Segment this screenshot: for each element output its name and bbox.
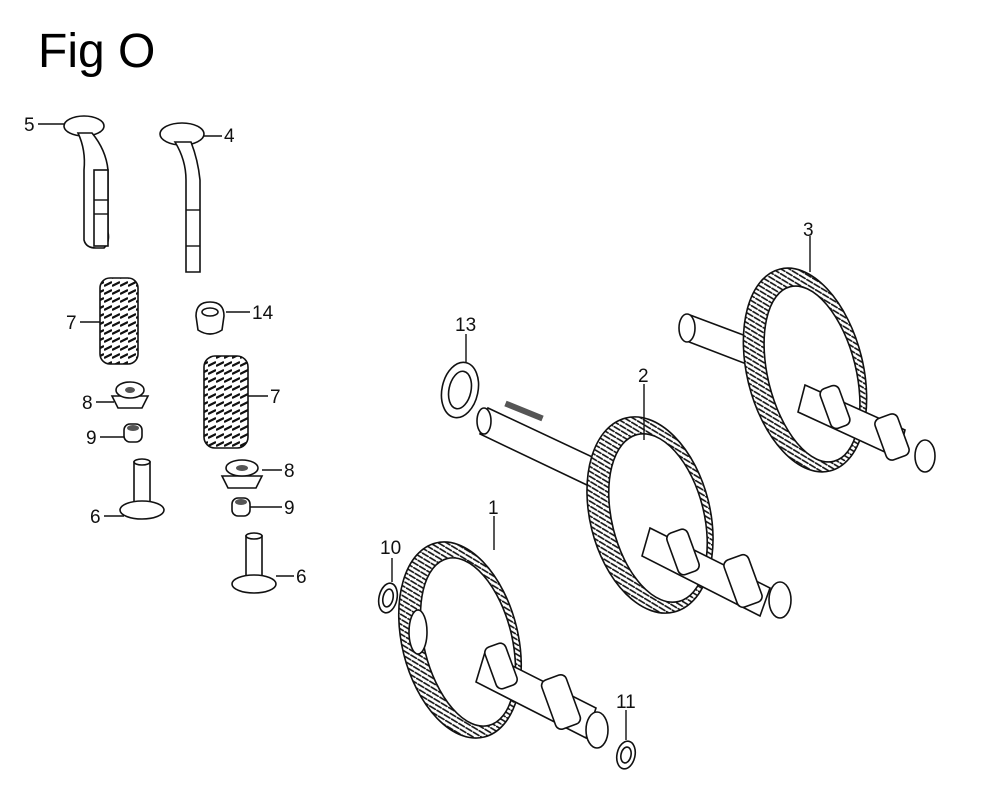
gear-washer-part xyxy=(377,582,399,614)
callout-7-right: 7 xyxy=(270,387,281,408)
callout-10: 10 xyxy=(380,538,401,559)
callout-6-right: 6 xyxy=(296,567,307,588)
leader-lines xyxy=(38,123,811,740)
callout-14: 14 xyxy=(252,303,274,324)
balancer-shaft-part xyxy=(678,267,936,473)
valve-cotter-part xyxy=(231,497,251,517)
stem-seal-part xyxy=(195,301,225,335)
valve-cotter-part xyxy=(123,423,143,443)
callout-3: 3 xyxy=(803,220,814,241)
thrust-washer-part xyxy=(440,361,480,419)
spring-retainer-part xyxy=(110,381,150,409)
callout-13: 13 xyxy=(455,315,476,336)
callout-6-left: 6 xyxy=(90,507,101,528)
callout-9-right: 9 xyxy=(284,498,295,519)
spring-retainer-part xyxy=(220,459,264,489)
shaft-washer-part xyxy=(615,740,637,770)
camshaft-part xyxy=(476,400,792,619)
callout-8-right: 8 xyxy=(284,461,295,482)
crank-gear-shaft-part xyxy=(397,541,609,749)
valve-lifter-part xyxy=(231,532,277,594)
callout-5: 5 xyxy=(24,115,35,136)
exhaust-valve-part xyxy=(63,115,110,249)
callout-1: 1 xyxy=(488,498,499,519)
callout-2: 2 xyxy=(638,366,649,387)
valve-lifter-part xyxy=(119,458,165,520)
intake-valve-part xyxy=(159,122,205,273)
valve-spring-part xyxy=(203,355,249,449)
callout-7-left: 7 xyxy=(66,313,77,334)
figure-title: Fig O xyxy=(38,25,156,78)
callout-9-left: 9 xyxy=(86,428,97,449)
callout-4: 4 xyxy=(224,126,235,147)
callout-8-left: 8 xyxy=(82,393,93,414)
valve-spring-part xyxy=(99,277,139,365)
callout-11: 11 xyxy=(616,692,636,713)
